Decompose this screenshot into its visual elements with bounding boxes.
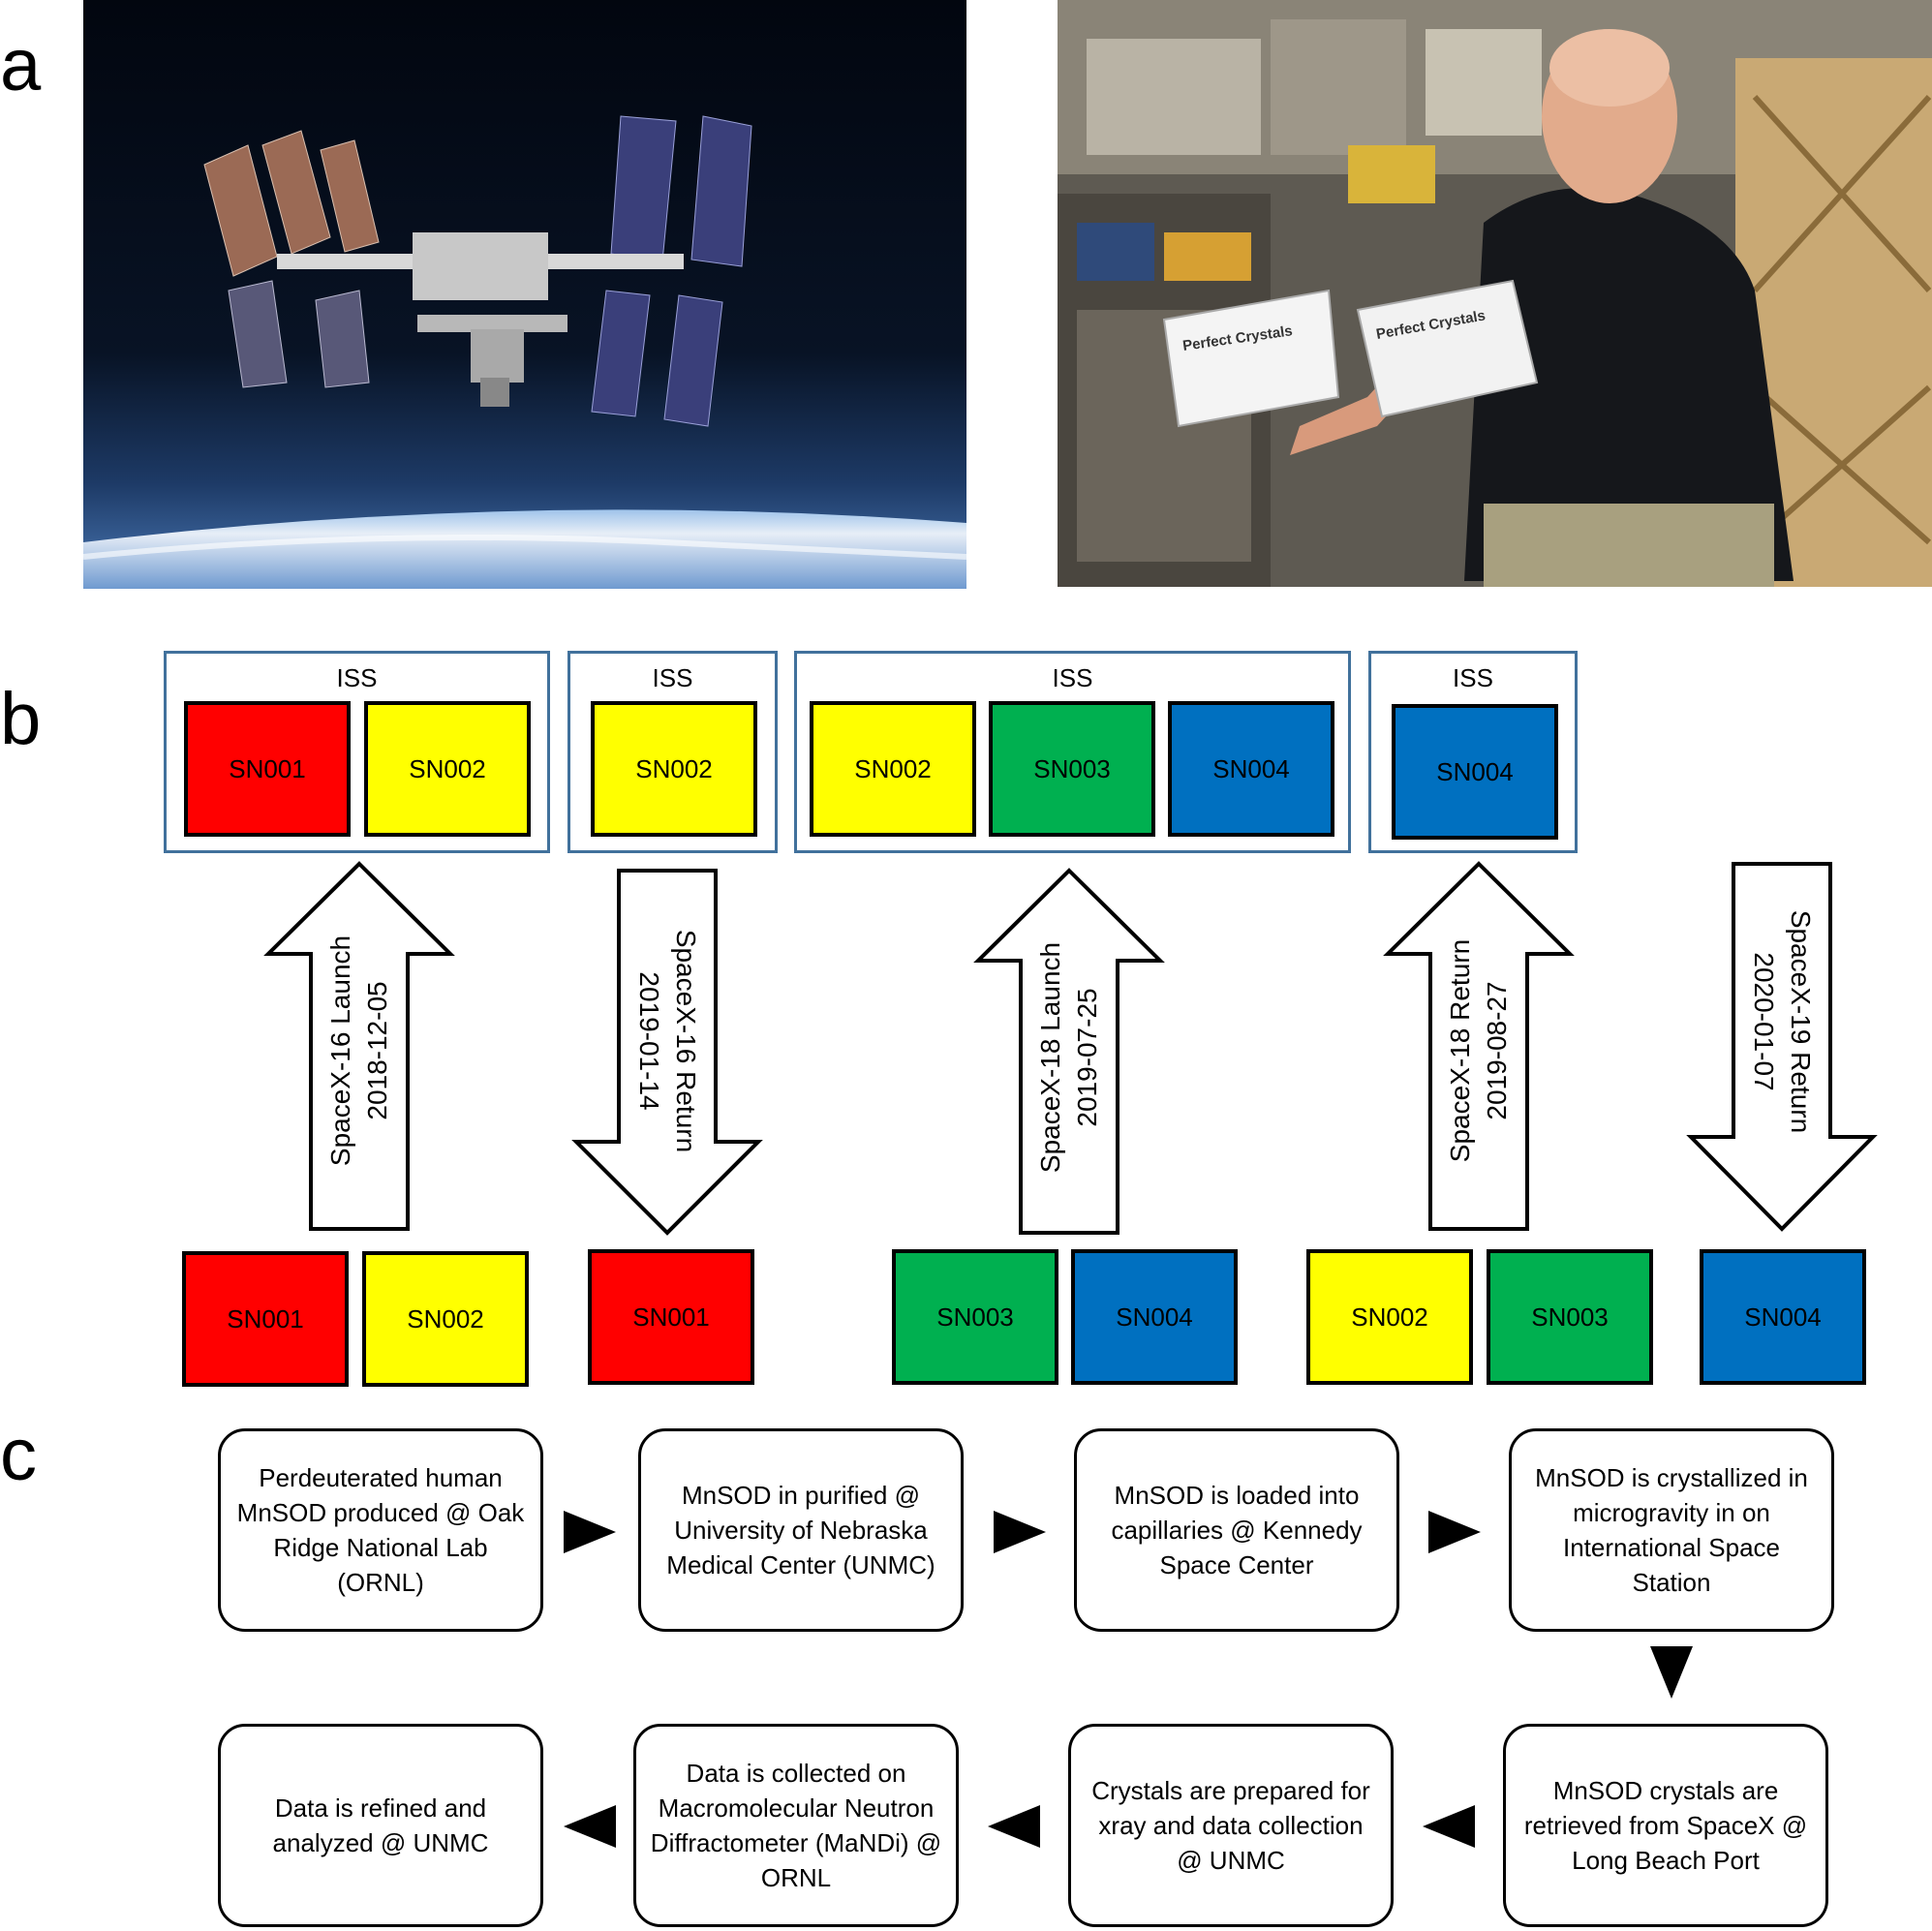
- workflow-step-5: MnSOD crystals are retrieved from SpaceX…: [1503, 1724, 1828, 1927]
- panel-label-b: b: [0, 678, 42, 760]
- right-arrow-icon: [1428, 1511, 1481, 1553]
- up-arrow-spacex16-launch: [263, 861, 455, 1231]
- iss-in-orbit-photo: [83, 0, 966, 589]
- astronaut-with-crystal-kits-photo: Perfect Crystals Perfect Crystals: [1058, 0, 1932, 587]
- ground-sample-sn002: SN002: [362, 1251, 529, 1387]
- workflow-step-8: Data is refined and analyzed @ UNMC: [218, 1724, 543, 1927]
- workflow-step-7: Data is collected on Macromolecular Neut…: [633, 1724, 959, 1927]
- sample-box-sn002: SN002: [364, 701, 531, 837]
- sample-box-sn002: SN002: [591, 701, 757, 837]
- iss-group-1: ISS SN001 SN002: [164, 651, 550, 853]
- right-arrow-icon: [564, 1511, 616, 1553]
- left-arrow-icon: [564, 1805, 616, 1848]
- down-arrow-spacex19-return: [1686, 862, 1878, 1232]
- workflow-step-1: Perdeuterated human MnSOD produced @ Oak…: [218, 1428, 543, 1632]
- ground-sample-sn004: SN004: [1071, 1249, 1238, 1385]
- ground-sample-sn004: SN004: [1700, 1249, 1866, 1385]
- right-arrow-icon: [994, 1511, 1046, 1553]
- iss-group-3: ISS SN002 SN003 SN004: [794, 651, 1351, 853]
- ground-sample-sn003: SN003: [892, 1249, 1058, 1385]
- iss-label: ISS: [1453, 663, 1493, 692]
- sample-box-sn004: SN004: [1168, 701, 1334, 837]
- ground-sample-sn001: SN001: [182, 1251, 349, 1387]
- panel-label-c: c: [0, 1414, 37, 1496]
- sample-box-sn003: SN003: [989, 701, 1155, 837]
- iss-label: ISS: [1052, 663, 1093, 692]
- down-arrow-spacex16-return: [571, 869, 763, 1236]
- up-arrow-spacex18-return: [1383, 861, 1575, 1231]
- sample-box-sn001: SN001: [184, 701, 351, 837]
- sample-box-sn002: SN002: [810, 701, 976, 837]
- iss-group-2: ISS SN002: [567, 651, 778, 853]
- down-arrow-icon: [1650, 1646, 1693, 1699]
- panel-label-a: a: [0, 24, 42, 107]
- workflow-step-2: MnSOD in purified @ University of Nebras…: [638, 1428, 964, 1632]
- left-arrow-icon: [1423, 1805, 1475, 1848]
- workflow-step-4: MnSOD is crystallized in microgravity in…: [1509, 1428, 1834, 1632]
- iss-label: ISS: [652, 663, 693, 692]
- ground-sample-sn001: SN001: [588, 1249, 754, 1385]
- ground-sample-sn003: SN003: [1487, 1249, 1653, 1385]
- workflow-step-3: MnSOD is loaded into capillaries @ Kenne…: [1074, 1428, 1399, 1632]
- workflow-step-6: Crystals are prepared for xray and data …: [1068, 1724, 1394, 1927]
- left-arrow-icon: [988, 1805, 1040, 1848]
- ground-sample-sn002: SN002: [1306, 1249, 1473, 1385]
- sample-box-sn004: SN004: [1392, 704, 1558, 840]
- iss-group-4: ISS SN004: [1368, 651, 1578, 853]
- up-arrow-spacex18-launch: [973, 868, 1165, 1235]
- iss-label: ISS: [336, 663, 378, 692]
